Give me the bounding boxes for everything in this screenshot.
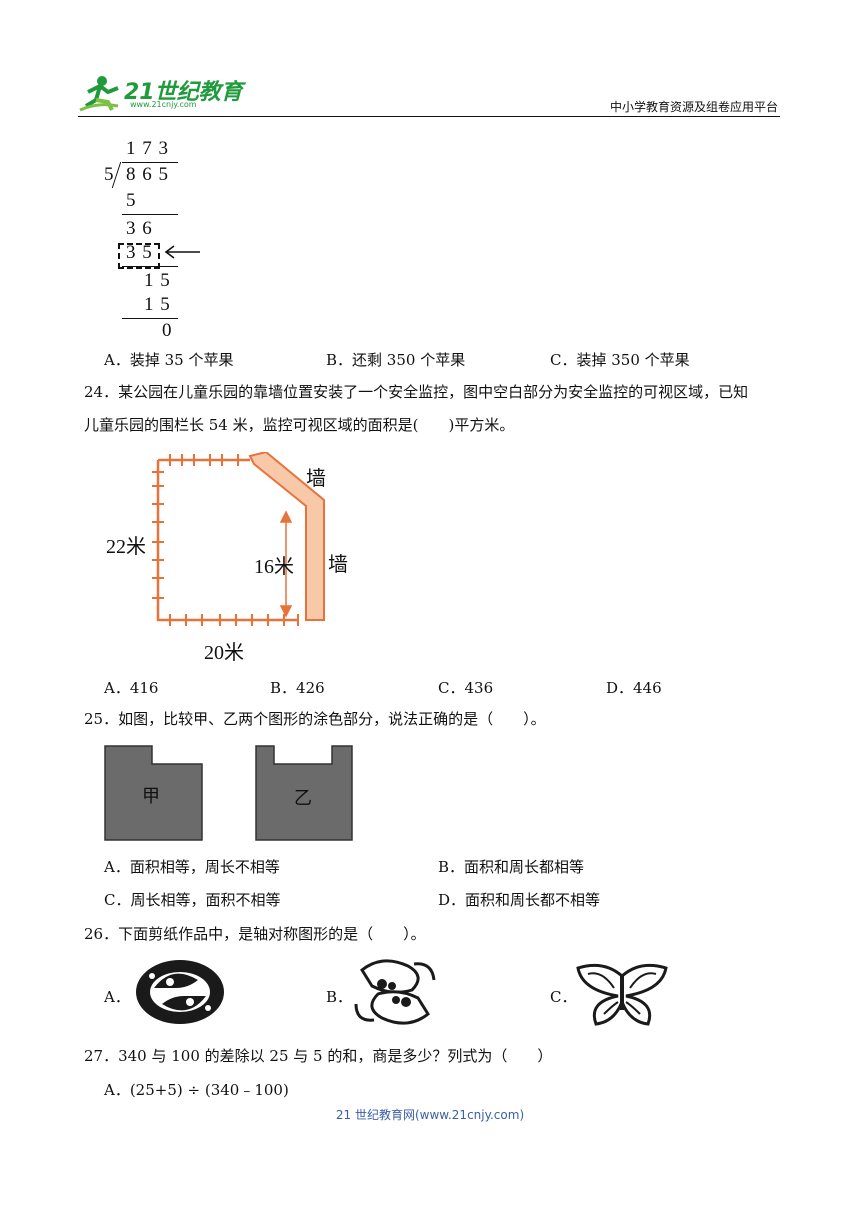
logo-text: 21世纪教育 bbox=[124, 80, 243, 105]
q23-option-a: A．装掉 35 个苹果 bbox=[104, 351, 234, 369]
q24-option-a: A．416 bbox=[104, 679, 159, 697]
q23-option-b: B．还剩 350 个苹果 bbox=[326, 351, 466, 369]
left-length-label: 22米 bbox=[106, 536, 146, 558]
remainder: 0 bbox=[162, 320, 172, 341]
logo-runner-icon bbox=[79, 76, 119, 112]
step-line-2 bbox=[122, 266, 178, 267]
header-right-text: 中小学教育资源及组卷应用平台 bbox=[609, 100, 778, 114]
footer-text: 21 世纪教育网(www.21cnjy.com) bbox=[335, 1108, 525, 1122]
q24-option-d: D．446 bbox=[606, 679, 662, 697]
fence-wall-diagram bbox=[152, 450, 325, 626]
highlight-box bbox=[118, 243, 160, 269]
q24-option-b: B．426 bbox=[270, 679, 325, 697]
q25-option-b: B．面积和周长都相等 bbox=[438, 858, 585, 876]
q25-text: 25．如图，比较甲、乙两个图形的涂色部分，说法正确的是（ ）。 bbox=[84, 710, 546, 728]
step-line-3 bbox=[122, 318, 178, 319]
q26-option-a: A． bbox=[104, 988, 130, 1006]
q24-option-c: C．436 bbox=[438, 679, 494, 697]
q25-figures: 甲 乙 bbox=[104, 744, 364, 842]
logo: 21世纪教育 www.21cnjy.com bbox=[78, 72, 248, 112]
shaded-shapes bbox=[104, 745, 353, 841]
inner-height-label: 16米 bbox=[254, 556, 294, 578]
step-line-1 bbox=[122, 214, 178, 215]
quotient: 1 7 3 bbox=[126, 138, 169, 159]
q26-option-b: B． bbox=[326, 988, 353, 1006]
division-bar bbox=[122, 162, 178, 163]
wall-label-top: 墙 bbox=[306, 468, 326, 490]
logo-subtext: www.21cnjy.com bbox=[130, 100, 197, 109]
q25-option-d: D．面积和周长都不相等 bbox=[438, 891, 601, 909]
papercut-butterfly-image bbox=[574, 962, 670, 1032]
q23-option-c: C．装掉 350 个苹果 bbox=[550, 351, 690, 369]
q26-option-c: C． bbox=[550, 988, 577, 1006]
q24-text-line2: 儿童乐园的围栏长 54 米，监控可视区域的面积是( )平方米。 bbox=[84, 416, 515, 434]
q25-option-c: C．周长相等，面积不相等 bbox=[104, 891, 281, 909]
header-rule bbox=[78, 116, 780, 117]
arrow-left-icon bbox=[162, 244, 202, 264]
step-5: 1 5 bbox=[144, 294, 171, 315]
papercut-two-fish-image bbox=[352, 956, 438, 1032]
step-2: 3 6 bbox=[126, 218, 153, 239]
q27-option-a: A．(25+5) ÷ (340﹣100) bbox=[104, 1081, 289, 1099]
wall-label-side: 墙 bbox=[328, 554, 348, 576]
shape-yi-label: 乙 bbox=[294, 788, 312, 809]
q25-option-a: A．面积相等，周长不相等 bbox=[104, 858, 280, 876]
papercut-fish-circle-image bbox=[132, 958, 228, 1030]
shape-jia-label: 甲 bbox=[142, 786, 160, 807]
q27-text: 27．340 与 100 的差除以 25 与 5 的和，商是多少？列式为（ ） bbox=[84, 1047, 553, 1065]
step-4: 1 5 bbox=[144, 270, 171, 291]
step-1: 5 bbox=[126, 190, 136, 211]
bottom-length-label: 20米 bbox=[204, 642, 244, 664]
q24-text-line1: 24．某公园在儿童乐园的靠墙位置安装了一个安全监控，图中空白部分为安全监控的可视… bbox=[84, 383, 749, 401]
step-3: 3 5 bbox=[126, 242, 153, 263]
q24-playground-figure: 墙 墙 22米 16米 20米 bbox=[100, 450, 380, 664]
dividend: 8 6 5 bbox=[126, 164, 169, 185]
divisor: 5 bbox=[104, 164, 114, 185]
q26-text: 26．下面剪纸作品中，是轴对称图形的是（ ）。 bbox=[84, 925, 426, 943]
